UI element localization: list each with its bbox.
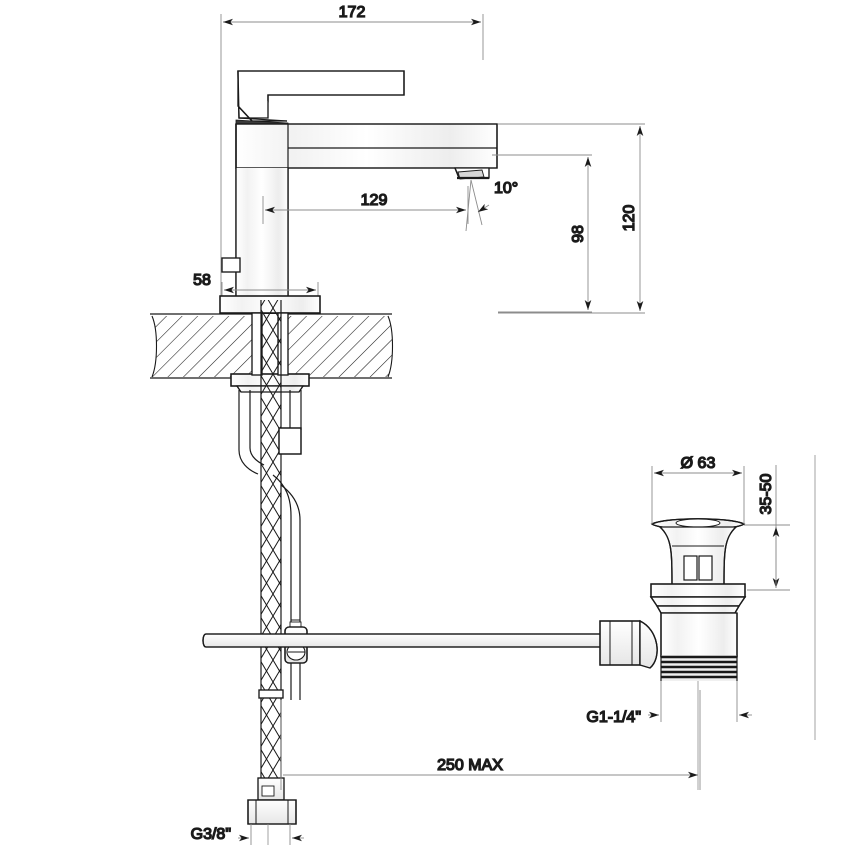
set-screw-tab — [221, 257, 241, 273]
pop-up-pivot-rod — [202, 633, 625, 648]
dim-label-drain-diameter: Ø 63 — [681, 455, 716, 472]
g38-hex-connector — [247, 777, 297, 825]
waste-flange — [649, 583, 747, 614]
pop-up-lift-rod-lower — [272, 474, 302, 700]
pop-up-lift-rod — [238, 390, 302, 475]
dim-label-overall-height: 120 — [621, 205, 638, 232]
dim-overall-height: 120 — [498, 123, 645, 314]
braided-flexible-hose — [258, 300, 284, 790]
dim-drain-diameter: Ø 63 — [651, 454, 745, 524]
dim-label-supply-thread: G3/8" — [191, 826, 231, 843]
dim-spout-height: 98 — [492, 154, 592, 313]
dim-supply-length: 250 MAX — [280, 690, 701, 790]
dim-label-waste-thread: G1-1/4" — [586, 709, 641, 726]
waste-threaded-tailpiece — [660, 612, 738, 681]
dim-label-outlet-angle: 10° — [494, 180, 518, 197]
dim-supply-thread: G3/8" — [190, 824, 304, 845]
pivot-ball-joint-housing — [599, 619, 658, 669]
dim-label-spout-height: 98 — [570, 225, 587, 243]
dim-outlet-angle: 10° — [465, 179, 519, 232]
reference-centrelines — [267, 455, 816, 845]
dim-label-supply-length: 250 MAX — [437, 757, 503, 774]
dim-label-spout-reach: 129 — [361, 192, 388, 209]
dim-spout-reach: 129 — [262, 186, 469, 224]
dim-base-diameter: 58 — [192, 271, 319, 300]
mixer-body-column — [221, 124, 289, 306]
spout-body — [235, 123, 498, 169]
dim-basin-thickness: 35-50 — [744, 465, 790, 591]
dim-overall-width: 172 — [220, 3, 484, 300]
dim-label-basin-thickness: 35-50 — [758, 473, 775, 514]
pop-up-waste-body — [658, 526, 738, 589]
lever-handle — [235, 70, 405, 127]
dim-label-overall-width: 172 — [339, 4, 366, 21]
dim-label-base-diameter: 58 — [193, 272, 211, 289]
dim-waste-thread: G1-1/4" — [586, 681, 752, 727]
aerator-outlet — [454, 167, 490, 180]
